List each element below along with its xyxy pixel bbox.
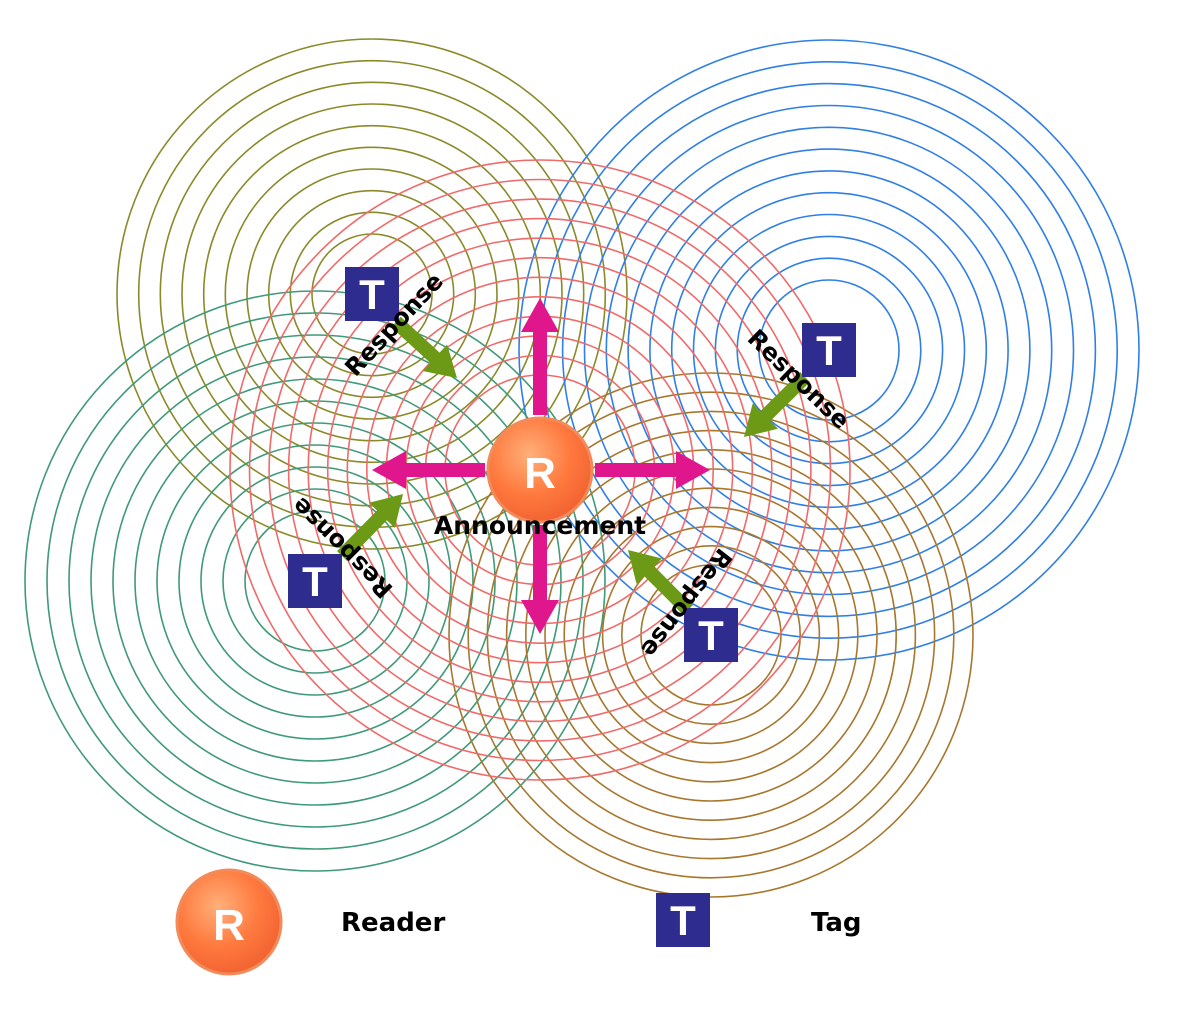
tag-field-olive-ring [116, 38, 628, 550]
tag-field-olive-ring [246, 168, 498, 420]
reader-field-ring [307, 237, 773, 703]
tag-icon: T [802, 323, 856, 377]
tag-field-green-ring [178, 444, 452, 718]
tag-field-olive-ring [311, 233, 433, 355]
tag-field-green-ring [112, 378, 518, 784]
tag-field-brown-ring [582, 506, 840, 764]
tag-field-blue-ring [605, 126, 1053, 574]
reader-field-ring [365, 295, 714, 644]
tag-field-green-ring [156, 422, 474, 740]
tag-field-brown [448, 372, 974, 898]
tag-field-olive-ring [202, 124, 542, 464]
announcement-label: Announcement [434, 511, 646, 540]
tag-field-blue-ring [627, 148, 1031, 552]
tag-field-blue-ring [649, 170, 1009, 530]
tag-field-brown-ring [467, 391, 955, 879]
tag-field-green-ring [24, 290, 606, 872]
signal-arrows [337, 298, 810, 634]
reader-icon: R [486, 416, 594, 524]
tag-field-green-ring [68, 334, 562, 828]
reader-field-ring [346, 276, 734, 664]
tag-field-green-ring [244, 510, 386, 652]
reader-field-ring [268, 198, 812, 742]
legend: R Reader T Tag [175, 868, 862, 976]
legend-reader-letter: R [213, 901, 245, 950]
tag-letter: T [359, 271, 385, 318]
response-arrow [744, 372, 810, 437]
tag-icon: T [345, 267, 399, 321]
tag-field-blue-ring [583, 104, 1075, 596]
announcement-arrow-left [372, 451, 485, 489]
tag-field-green-ring [134, 400, 496, 762]
tag-field-blue-ring [518, 39, 1140, 661]
legend-tag-label: Tag [811, 908, 862, 938]
tag-icon: T [288, 554, 342, 608]
announcement-arrow-up [521, 298, 559, 415]
tag-field-green-ring [46, 312, 584, 850]
reader-icon: R [175, 868, 283, 976]
tag-field-brown-ring [544, 468, 878, 802]
tag-field-blue-ring [670, 191, 988, 509]
tag-field-olive-ring [224, 146, 520, 442]
reader-letter: R [524, 449, 556, 498]
tag-icon: T [684, 608, 738, 662]
tag-field-brown-ring [563, 487, 859, 783]
announcement-arrow-down [521, 525, 559, 634]
legend-tag-letter: T [670, 897, 696, 944]
tag-field-olive-ring [159, 81, 585, 507]
tag-field-brown-ring [505, 429, 917, 841]
reader-field-ring [326, 256, 754, 684]
tag-field-olive [116, 38, 628, 550]
reader-field-ring [287, 217, 793, 723]
tag-icon: T [656, 893, 710, 947]
tag-field-blue-ring [758, 279, 900, 421]
tag-letter: T [698, 612, 724, 659]
reader-field-ring [248, 178, 832, 762]
tag-letter: T [302, 558, 328, 605]
legend-reader-label: Reader [341, 908, 445, 938]
tag-field-blue-ring [561, 82, 1097, 618]
tag-field-brown-ring [601, 525, 821, 745]
tag-field-brown-ring [524, 448, 897, 821]
tag-field-blue-ring [692, 213, 966, 487]
reader-field-ring [229, 159, 851, 781]
response-arrow [628, 550, 693, 615]
announcement-arrow-right [595, 451, 710, 489]
tag-field-brown-ring [448, 372, 974, 898]
tag-field-olive-ring [181, 103, 563, 485]
tag-field-blue [518, 39, 1140, 661]
response-arrow [337, 494, 403, 561]
tag-letter: T [816, 327, 842, 374]
tag-field-green-ring [200, 466, 430, 696]
response-arrow [391, 316, 457, 378]
tag-field-brown-ring [620, 544, 801, 725]
